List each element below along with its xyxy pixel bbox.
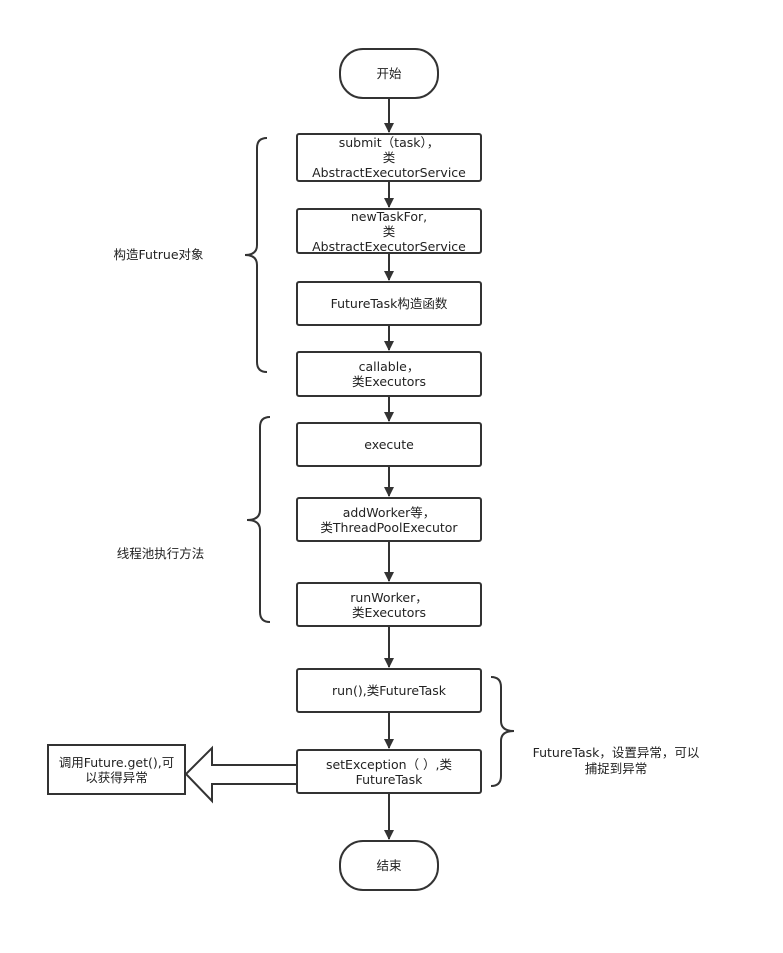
group-futuretask-line-1: FutureTask，设置异常，可以 <box>532 745 700 760</box>
newtaskfor-line-2: 类 <box>382 223 396 239</box>
group-label-pool-exec: 线程池执行方法 <box>98 546 223 562</box>
execute-label: execute <box>364 437 414 452</box>
submit-line-2: 类 <box>382 150 396 165</box>
start-label: 开始 <box>376 66 402 81</box>
submit-node: submit（task）， 类 AbstractExecutorService <box>296 133 482 182</box>
end-node: 结束 <box>339 840 439 891</box>
futuretask-ctor-label: FutureTask构造函数 <box>330 296 448 311</box>
callable-node: callable， 类Executors <box>296 351 482 397</box>
futuretask-ctor-node: FutureTask构造函数 <box>296 281 482 326</box>
newtaskfor-line-3: AbstractExecutorService <box>312 238 466 254</box>
group-label-futuretask: FutureTask，设置异常，可以 捕捉到异常 <box>520 745 712 777</box>
brace-pool-exec <box>246 416 271 623</box>
newtaskfor-node: newTaskFor, 类 AbstractExecutorService <box>296 208 482 254</box>
execute-node: execute <box>296 422 482 467</box>
futureget-line-2: 以获得异常 <box>85 769 148 785</box>
group-label-construct: 构造Futrue对象 <box>96 247 221 263</box>
setexception-line-2: FutureTask <box>355 771 423 787</box>
group-pool-exec-text: 线程池执行方法 <box>116 546 205 561</box>
futureget-line-1: 调用Future.get(),可 <box>58 754 175 770</box>
setexception-line-1: setException（ ）,类 <box>325 756 453 772</box>
group-futuretask-line-2: 捕捉到异常 <box>584 761 648 776</box>
run-node: run(),类FutureTask <box>296 668 482 713</box>
addworker-line-2: 类ThreadPoolExecutor <box>320 519 458 535</box>
addworker-node: addWorker等， 类ThreadPoolExecutor <box>296 497 482 542</box>
runworker-line-1: runWorker， <box>350 589 428 605</box>
runworker-node: runWorker， 类Executors <box>296 582 482 627</box>
callable-line-1: callable， <box>358 359 420 374</box>
setexception-node: setException（ ）,类 FutureTask <box>296 749 482 794</box>
brace-futuretask <box>490 676 515 787</box>
group-construct-text: 构造Futrue对象 <box>113 247 204 262</box>
callable-line-2: 类Executors <box>351 374 427 389</box>
run-label: run(),类FutureTask <box>332 683 446 698</box>
newtaskfor-line-1: newTaskFor, <box>350 208 428 224</box>
runworker-line-2: 类Executors <box>351 604 427 620</box>
submit-line-1: submit（task）， <box>338 135 440 150</box>
addworker-line-1: addWorker等， <box>342 504 436 520</box>
futureget-node: 调用Future.get(),可 以获得异常 <box>47 744 186 795</box>
hollow-arrow-to-futureget <box>184 745 297 804</box>
submit-line-3: AbstractExecutorService <box>312 165 466 180</box>
start-node: 开始 <box>339 48 439 99</box>
end-label: 结束 <box>376 858 402 873</box>
brace-construct <box>244 137 268 373</box>
